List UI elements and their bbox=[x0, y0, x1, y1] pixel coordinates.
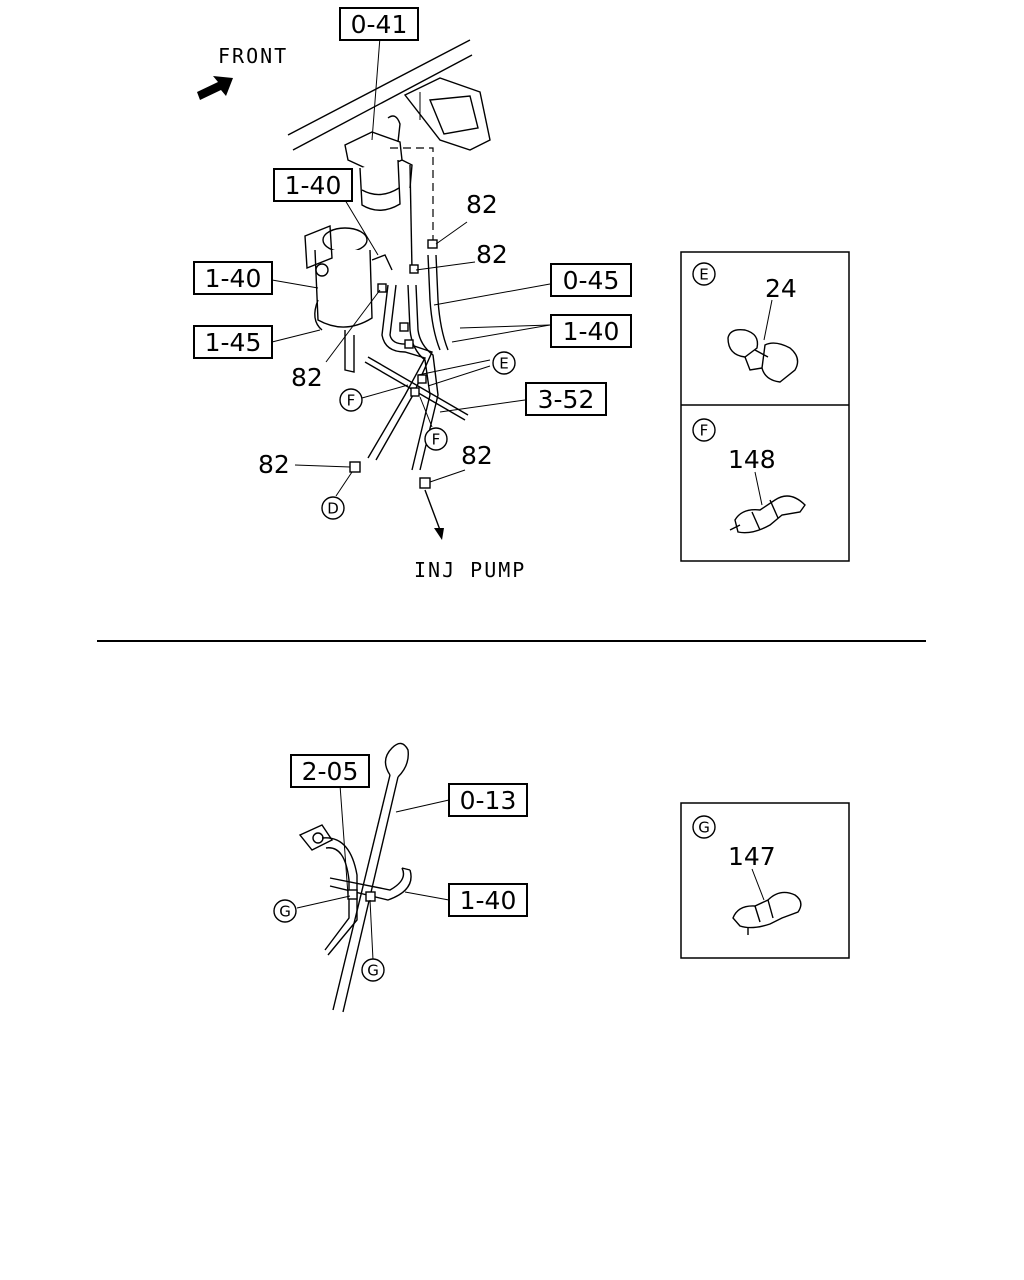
ref-box-1-40-right: 1-40 bbox=[550, 314, 632, 348]
ref-box-0-41: 0-41 bbox=[339, 7, 419, 41]
leader-lines bbox=[271, 36, 551, 497]
detail-f: F 148 bbox=[692, 418, 806, 534]
callout-circle-f[interactable]: F bbox=[339, 388, 363, 412]
svg-text:1-40: 1-40 bbox=[460, 886, 517, 915]
part-number-82: 82 bbox=[291, 363, 323, 392]
part-number-147: 147 bbox=[728, 842, 776, 871]
callout-circle-g[interactable]: G bbox=[361, 958, 385, 982]
svg-text:1-40: 1-40 bbox=[205, 264, 262, 293]
svg-text:G: G bbox=[367, 962, 379, 980]
svg-text:3-52: 3-52 bbox=[538, 385, 595, 414]
clip-148-icon bbox=[729, 495, 806, 534]
frame-rail bbox=[287, 39, 491, 151]
svg-text:E: E bbox=[699, 266, 708, 284]
detail-panel-e-f: E 24 F 148 bbox=[680, 251, 850, 562]
front-label: FRONT bbox=[218, 44, 288, 68]
ref-box-2-05: 2-05 bbox=[290, 754, 370, 788]
ref-box-1-45: 1-45 bbox=[193, 325, 273, 359]
bottom-assembly-diagram: 2-05 0-13 1-40 G G bbox=[273, 742, 528, 1013]
part-number-82: 82 bbox=[466, 190, 498, 219]
detail-panel-g: G 147 bbox=[680, 802, 850, 959]
part-number-82: 82 bbox=[461, 441, 493, 470]
ref-box-3-52: 3-52 bbox=[525, 382, 607, 416]
front-arrow-icon bbox=[197, 76, 233, 100]
ref-box-1-40-bottom: 1-40 bbox=[448, 883, 528, 917]
connector-dashed-line bbox=[390, 147, 434, 245]
ref-box-1-40-left: 1-40 bbox=[193, 261, 273, 295]
svg-text:0-41: 0-41 bbox=[351, 10, 408, 39]
part-number-82: 82 bbox=[258, 450, 290, 479]
callout-circle-g[interactable]: G bbox=[273, 899, 297, 923]
callout-circle-e[interactable]: E bbox=[492, 351, 516, 375]
inj-pump-label: INJ PUMP bbox=[414, 558, 526, 582]
svg-text:1-40: 1-40 bbox=[563, 317, 620, 346]
clip-24-icon bbox=[727, 328, 799, 383]
ref-box-1-40-upper: 1-40 bbox=[273, 168, 353, 202]
svg-text:E: E bbox=[499, 355, 508, 373]
top-assembly-diagram: FRONT bbox=[193, 7, 632, 582]
svg-text:F: F bbox=[700, 422, 709, 440]
svg-text:1-45: 1-45 bbox=[205, 328, 262, 357]
lower-fuel-filter bbox=[304, 224, 393, 373]
clip-147-icon bbox=[732, 891, 802, 935]
svg-text:F: F bbox=[432, 431, 441, 449]
detail-e: E 24 bbox=[692, 262, 799, 383]
hose-clamps bbox=[349, 239, 438, 489]
upper-fuel-filter bbox=[344, 115, 413, 211]
svg-text:D: D bbox=[327, 500, 339, 518]
part-number-24: 24 bbox=[765, 274, 797, 303]
svg-text:F: F bbox=[347, 392, 356, 410]
part-number-82: 82 bbox=[476, 240, 508, 269]
callout-circle-d[interactable]: D bbox=[321, 496, 345, 520]
svg-text:0-45: 0-45 bbox=[563, 266, 620, 295]
svg-text:2-05: 2-05 bbox=[302, 757, 359, 786]
part-number-148: 148 bbox=[728, 445, 776, 474]
callout-circle-f[interactable]: F bbox=[424, 427, 448, 451]
svg-text:G: G bbox=[698, 819, 710, 837]
ref-box-0-13: 0-13 bbox=[448, 783, 528, 817]
svg-text:0-13: 0-13 bbox=[460, 786, 517, 815]
svg-text:1-40: 1-40 bbox=[285, 171, 342, 200]
ref-box-0-45: 0-45 bbox=[550, 263, 632, 297]
inj-pump-arrow-icon bbox=[434, 528, 444, 540]
svg-text:G: G bbox=[279, 903, 291, 921]
